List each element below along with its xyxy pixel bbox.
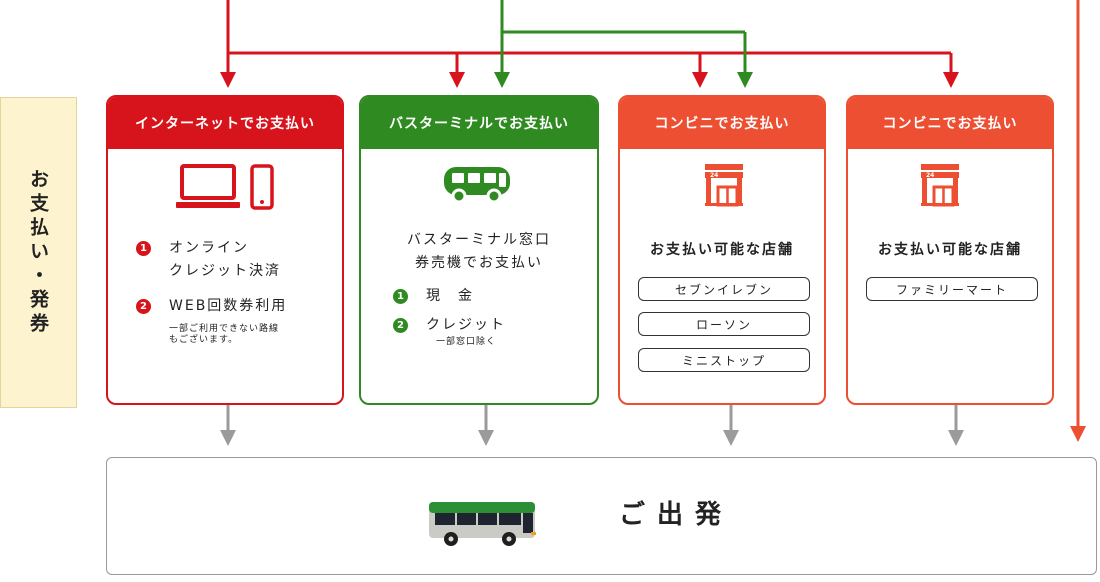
store-lawson[interactable]: ローソン: [638, 312, 810, 336]
internet-note-line1: 一部ご利用できない路線: [169, 324, 280, 334]
bus-side-icon: [429, 502, 536, 546]
red-flow-arrows: [220, 72, 959, 88]
number-badge-2: 2: [136, 299, 151, 314]
internet-item2-label: WEB回数券利用: [169, 298, 288, 314]
conveni2-stores-title: お支払い可能な店舗: [878, 242, 1022, 258]
terminal-description: バスターミナル窓口 券売機でお支払い: [361, 229, 597, 275]
list-item: 1 オンライン クレジット決済: [136, 237, 287, 283]
terminal-item2-note: 一部窓口除く: [436, 337, 497, 347]
arrow-to-conveni1-red: [692, 72, 708, 88]
card-conveni2-header: コンビニでお支払い: [848, 97, 1052, 149]
list-item: 2 WEB回数券利用 一部ご利用できない路線 もございます。: [136, 295, 287, 346]
card-internet-title: インターネットでお支払い: [135, 116, 315, 132]
arrow-to-internet: [220, 72, 236, 88]
arrow-to-terminal-green: [494, 72, 510, 88]
store-sign-text: 24: [926, 172, 934, 179]
gray-arrow-conveni1: [723, 430, 739, 446]
internet-item2-note: 一部ご利用できない路線 もございます。: [169, 324, 287, 346]
conveni1-stores-title: お支払い可能な店舗: [650, 242, 794, 258]
card-terminal-header: バスターミナルでお支払い: [361, 97, 597, 149]
card-terminal-payment: バスターミナルでお支払い バスターミナル窓口 券売機でお支払い 1 現 金 2 …: [359, 95, 599, 405]
terminal-desc-line1: バスターミナル窓口: [407, 232, 551, 248]
internet-item1-line2: クレジット決済: [169, 263, 281, 279]
gray-flow: [226, 405, 958, 432]
card-internet-payment: インターネットでお支払い 1 オンライン クレジット決済 2 WEB回数券利用: [106, 95, 344, 405]
side-label-text: お支払い・発券: [27, 168, 49, 337]
store-familymart[interactable]: ファミリーマート: [866, 277, 1038, 301]
smartphone-icon: [250, 164, 274, 210]
arrow-to-conveni2: [943, 72, 959, 88]
terminal-item1-label: 現 金: [426, 288, 474, 304]
store-sign-text: 24: [710, 172, 718, 179]
internet-method-list: 1 オンライン クレジット決済 2 WEB回数券利用 一部ご利用できない路線 も…: [136, 237, 287, 346]
laptop-icon: [176, 164, 240, 208]
payment-issue-side-label: お支払い・発券: [0, 97, 77, 408]
gray-arrow-internet: [220, 430, 236, 446]
convenience-store-icon: 24: [705, 164, 743, 207]
green-flow-arrows: [494, 72, 753, 88]
number-badge-1: 1: [136, 241, 151, 256]
number-badge-1: 1: [393, 289, 408, 304]
departure-label: ご出発: [619, 500, 734, 530]
list-item: 2 クレジット 一部窓口除く: [393, 314, 506, 348]
card-terminal-title: バスターミナルでお支払い: [389, 116, 569, 132]
bus-icon: [444, 167, 510, 204]
red-flow-lines: [226, 0, 953, 74]
internet-note-line2: もございます。: [169, 335, 239, 345]
terminal-method-list: 1 現 金 2 クレジット 一部窓口除く: [393, 285, 506, 348]
internet-item1-line1: オンライン: [169, 240, 249, 256]
card-conveni2-title: コンビニでお支払い: [882, 116, 1018, 132]
number-badge-2: 2: [393, 318, 408, 333]
card-internet-header: インターネットでお支払い: [108, 97, 342, 149]
store-ministop[interactable]: ミニストップ: [638, 348, 810, 372]
gray-arrow-terminal: [478, 430, 494, 446]
arrow-to-terminal-red: [449, 72, 465, 88]
arrow-to-departure-orange: [1070, 426, 1086, 442]
terminal-desc-line2: 券売機でお支払い: [415, 255, 543, 271]
green-flow-lines: [500, 0, 747, 74]
list-item: 1 現 金: [393, 285, 506, 308]
card-conveni1-title: コンビニでお支払い: [654, 116, 790, 132]
card-conveni2-payment: コンビニでお支払い 24 お支払い可能な店舗 ファミリーマート: [846, 95, 1054, 405]
store-seven-eleven[interactable]: セブンイレブン: [638, 277, 810, 301]
terminal-item2-label: クレジット: [426, 317, 506, 333]
gray-arrow-conveni2: [948, 430, 964, 446]
arrow-to-conveni1-green: [737, 72, 753, 88]
convenience-store-icon: 24: [921, 164, 959, 207]
departure-box: ご出発: [106, 457, 1097, 575]
card-conveni1-header: コンビニでお支払い: [620, 97, 824, 149]
card-conveni1-payment: コンビニでお支払い 24 お支払い可能な店舗 セブンイレブン ローソン ミニスト…: [618, 95, 826, 405]
